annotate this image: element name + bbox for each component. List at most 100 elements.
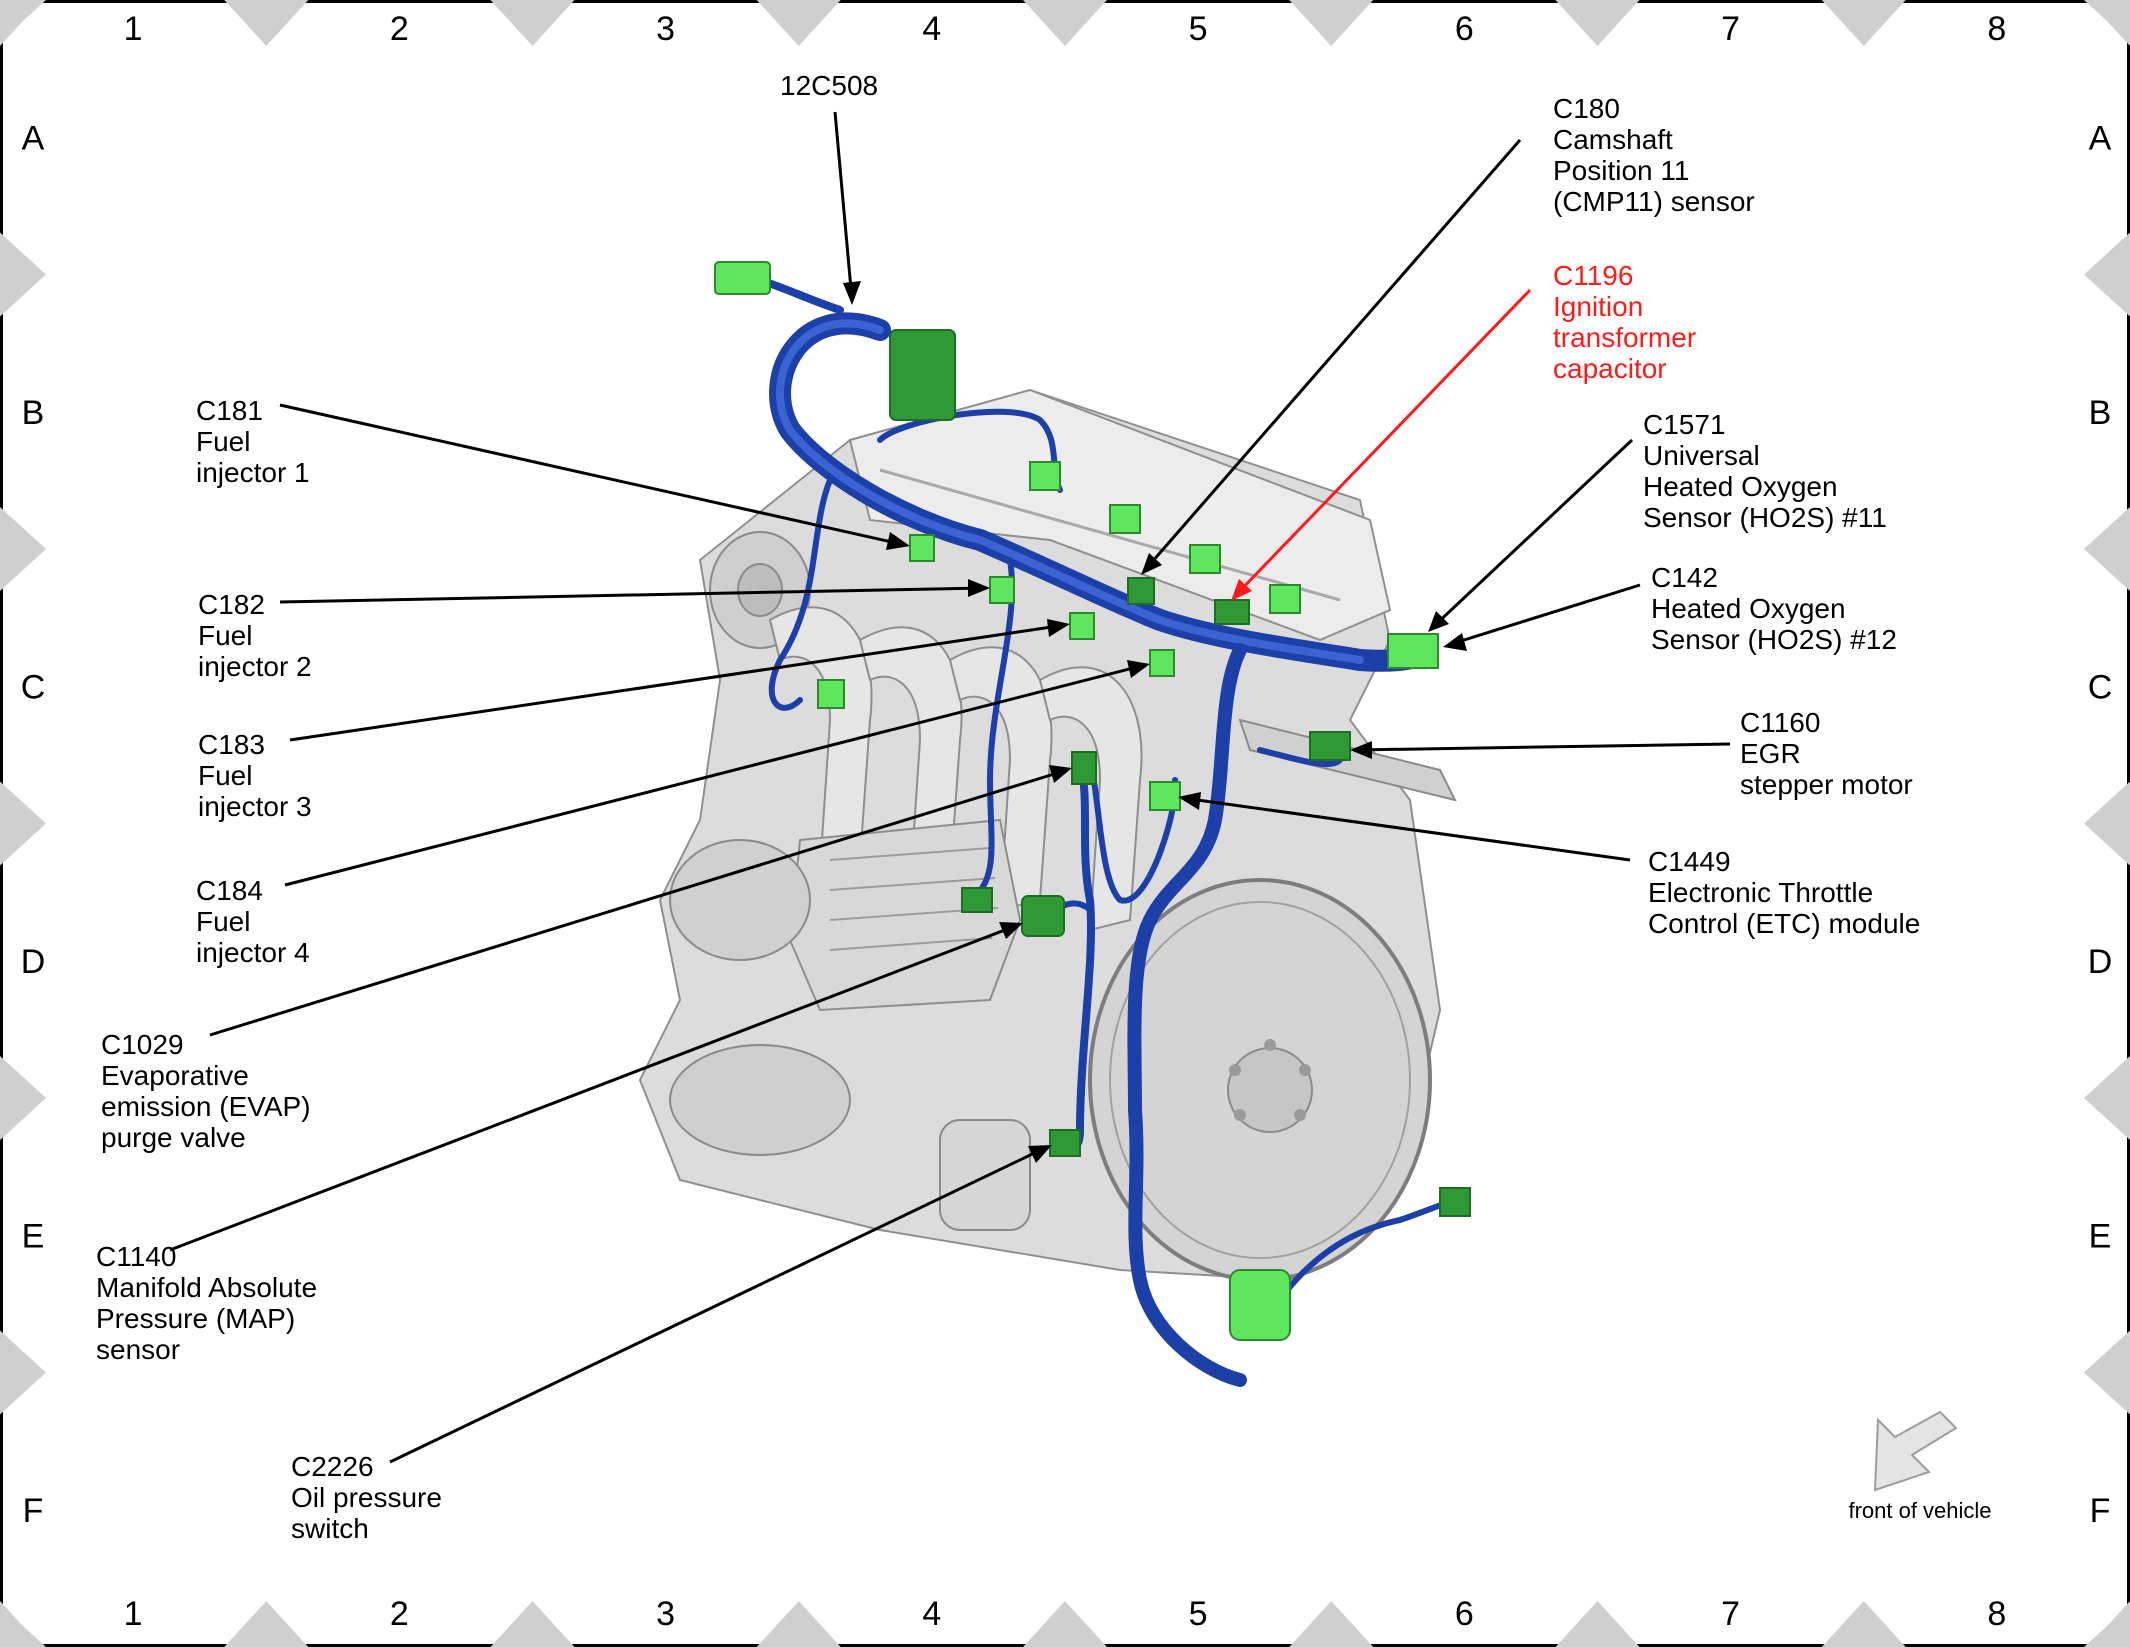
grid-marker-right: [2084, 0, 2130, 42]
grid-marker-right: [2084, 1056, 2130, 1140]
harness-branch-o2: [1257, 747, 1343, 768]
grid-marker-top: [1555, 0, 1640, 46]
callout-c2226: C2226 Oil pressure switch: [291, 1451, 450, 1544]
callout-line: C181: [196, 395, 263, 426]
grid-marker-bottom: [1023, 1601, 1107, 1647]
grid-marker-bottom: [756, 1601, 841, 1647]
grid-marker-right: [2084, 1605, 2130, 1647]
connector-c2226: [1049, 1129, 1081, 1157]
callout-line: Sensor (HO2S) #12: [1651, 624, 1897, 655]
connector-left-lower: [961, 887, 993, 913]
connector-c180: [1127, 577, 1155, 605]
grid-marker-top: [1289, 0, 1374, 46]
front-of-vehicle-indicator: front of vehicle: [1848, 1410, 1992, 1523]
arrowhead-c180: [1141, 553, 1162, 575]
grid-column-label-bottom: 8: [1987, 1595, 2006, 1633]
callout-line: C1571: [1643, 409, 1726, 440]
grid-column-label-top: 5: [1189, 10, 1208, 48]
grid-marker-left: [0, 781, 46, 866]
connector-block-b4: [889, 329, 956, 421]
callout-line: C2226: [291, 1451, 374, 1482]
grid-marker-top: [224, 0, 309, 46]
harness-branch-mid: [967, 557, 1016, 903]
leader-c1449: [1182, 796, 1631, 862]
leader-c1140: [169, 923, 1019, 1252]
grid-marker-bottom: [1289, 1601, 1374, 1647]
intake-runner: [1038, 666, 1143, 932]
grid-row-label-right: C: [2088, 668, 2113, 706]
connector-c183: [1069, 612, 1095, 640]
grid-marker-right: [2084, 781, 2130, 866]
connector-bottom-tail: [1439, 1187, 1471, 1217]
callout-labels: 12C508 C180 Camshaft Position 11 (CMP11)…: [96, 70, 1920, 1544]
grid-column-label-bottom: 1: [124, 1595, 143, 1633]
arrowhead-c1571: [1428, 611, 1449, 632]
callout-line: EGR: [1740, 738, 1801, 769]
callout-line: Universal: [1643, 440, 1760, 471]
connector-coil-2: [1109, 504, 1141, 534]
callout-c1571: C1571 Universal Heated Oxygen Sensor (HO…: [1643, 409, 1887, 533]
callout-c1160: C1160 EGR stepper motor: [1740, 707, 1913, 800]
arrowhead-c1196: [1231, 579, 1252, 601]
callout-c1029: C1029 Evaporative emission (EVAP) purge …: [101, 1029, 318, 1153]
leader-c1196: [1233, 288, 1532, 598]
callout-line: C184: [196, 875, 263, 906]
grid-row-label-right: E: [2089, 1217, 2112, 1255]
callout-c182: C182 Fuel injector 2: [198, 589, 312, 682]
leader-c182: [279, 586, 986, 604]
intake-manifold: [768, 606, 1143, 932]
front-of-vehicle-label: front of vehicle: [1848, 1498, 1991, 1523]
connector-c1029: [1071, 751, 1097, 785]
plenum-rib: [829, 937, 993, 951]
arrowhead-c1449: [1178, 792, 1201, 810]
callout-line: transformer: [1553, 322, 1696, 353]
grid-row-label-left: D: [21, 943, 46, 981]
grid-column-label-bottom: 4: [922, 1595, 941, 1633]
callout-line: Oil pressure: [291, 1482, 442, 1513]
arrowhead-c181: [886, 532, 910, 550]
flywheel-bolts: [1229, 1039, 1311, 1121]
grid-marker-right: [2084, 1330, 2130, 1415]
connector-coil-3: [1189, 544, 1221, 574]
callout-line: Manifold Absolute: [96, 1272, 317, 1303]
callout-line: Control (ETC) module: [1648, 908, 1920, 939]
grid-marker-left: [0, 507, 46, 591]
callout-line: Ignition: [1553, 291, 1643, 322]
grid-marker-top: [1821, 0, 1906, 46]
leader-c183: [289, 623, 1066, 742]
connectors: [714, 261, 1471, 1341]
callout-line: Fuel: [198, 620, 252, 651]
connector-12c508-end: [714, 261, 771, 295]
callout-line: Sensor (HO2S) #11: [1643, 502, 1887, 533]
cam-cover-ridge: [879, 468, 1341, 602]
grid-marker-bottom: [490, 1601, 575, 1647]
connector-c1140: [1021, 895, 1065, 937]
starter-motor: [669, 1044, 851, 1156]
connector-c184: [1149, 649, 1175, 677]
grid-column-label-bottom: 5: [1189, 1595, 1208, 1633]
callout-c183: C183 Fuel injector 3: [198, 729, 312, 822]
callout-line: Fuel: [198, 760, 252, 791]
grid-column-label-top: 7: [1721, 10, 1740, 48]
callout-line: Heated Oxygen: [1643, 471, 1838, 502]
intake-runner: [858, 626, 963, 892]
callout-line: switch: [291, 1513, 369, 1544]
arrowhead-c2226: [1028, 1145, 1052, 1163]
callout-line: stepper motor: [1740, 769, 1913, 800]
grid-marker-bottom: [1555, 1601, 1640, 1647]
arrowhead-12c508: [843, 281, 861, 305]
callout-c184: C184 Fuel injector 4: [196, 875, 310, 968]
leader-c1160: [1354, 742, 1731, 752]
harness-branch-left: [768, 477, 833, 711]
arrowhead-c1160: [1350, 741, 1372, 759]
flywheel-bolt: [1299, 1064, 1311, 1076]
timing-pulley-hub: [737, 563, 783, 617]
grid-marker-left: [0, 1056, 46, 1140]
callout-line: injector 1: [196, 457, 310, 488]
grid-marker-top: [756, 0, 841, 46]
arrow-down-left-icon: [1873, 1410, 1958, 1492]
callout-line: Fuel: [196, 426, 250, 457]
harness-branch-c1029: [1087, 757, 1179, 904]
